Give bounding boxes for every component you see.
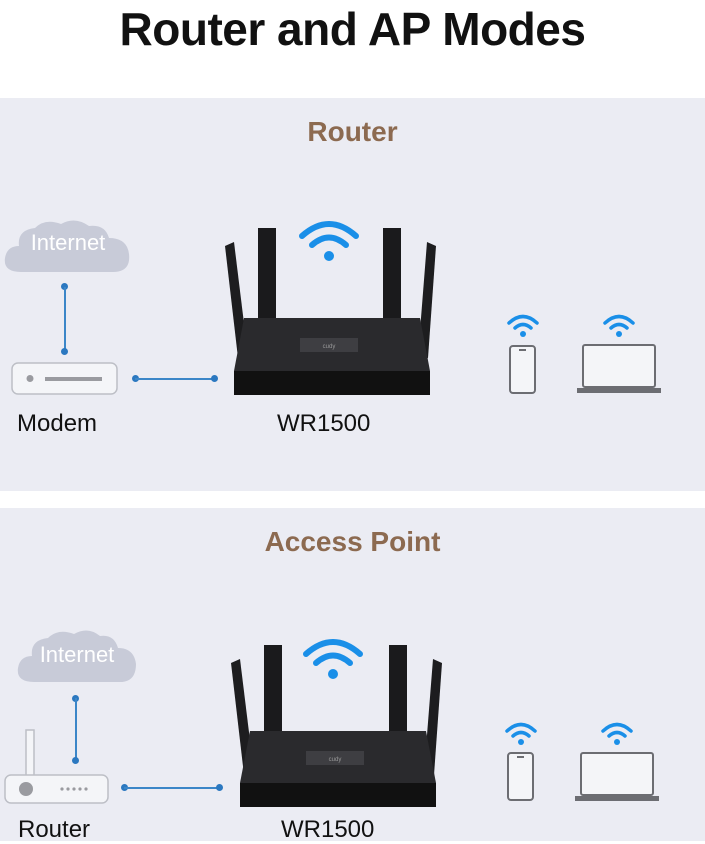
cloud-icon <box>4 220 130 272</box>
wifi-icon <box>507 314 539 337</box>
connection-line <box>64 287 66 351</box>
wr1500-router-image: cudy <box>231 645 442 807</box>
router-label: Router <box>18 816 91 843</box>
wifi-icon <box>601 722 633 745</box>
wifi-icon <box>603 314 635 337</box>
router-icon <box>4 729 109 804</box>
svg-text:cudy: cudy <box>323 344 336 350</box>
wifi-icon <box>299 221 359 261</box>
laptop-icon <box>575 752 659 801</box>
wr1500-router-image: cudy <box>225 228 436 395</box>
modem-icon <box>11 362 118 395</box>
wr1500-label: WR1500 <box>281 816 375 843</box>
phone-icon <box>509 345 536 394</box>
router-mode-heading: Router <box>307 116 398 147</box>
wr1500-label: WR1500 <box>277 410 371 437</box>
wifi-icon <box>303 639 363 679</box>
laptop-icon <box>577 344 661 393</box>
cloud-icon <box>17 630 136 682</box>
ap-mode-heading: Access Point <box>264 526 441 557</box>
modem-label: Modem <box>17 410 98 437</box>
wifi-icon <box>505 722 537 745</box>
page-title: Router and AP Modes <box>119 3 586 55</box>
svg-text:cudy: cudy <box>329 757 342 763</box>
internet-label: Internet <box>30 230 106 255</box>
internet-label: Internet <box>39 642 115 667</box>
phone-icon <box>507 752 534 801</box>
connection-line <box>75 698 77 760</box>
connection-line <box>124 787 220 789</box>
router-mode-panel <box>0 98 705 491</box>
connection-line <box>135 378 215 380</box>
